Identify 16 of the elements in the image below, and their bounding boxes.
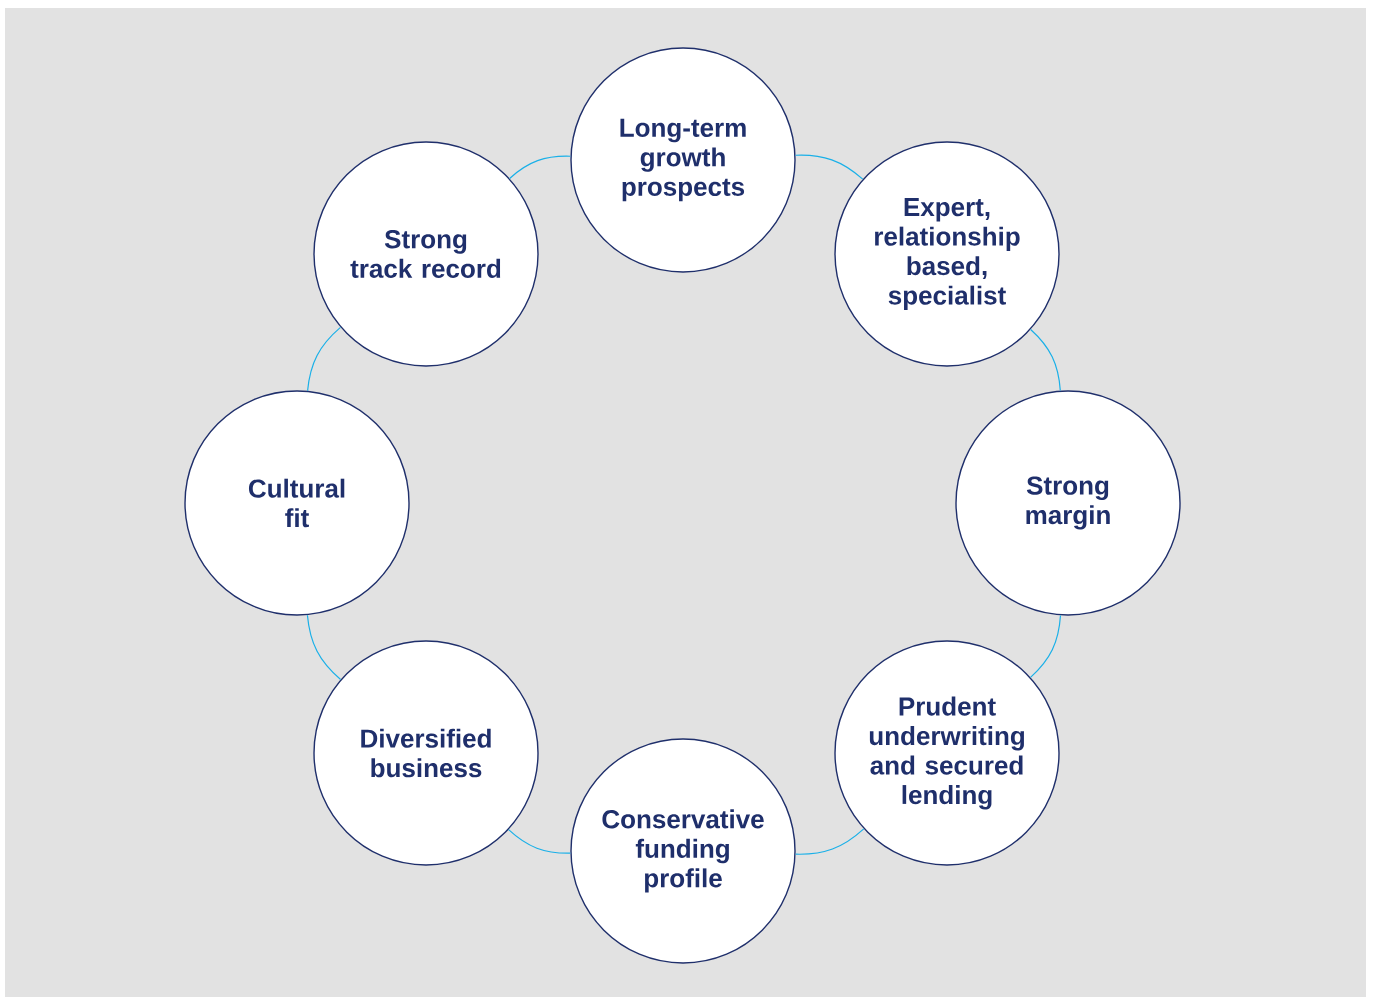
circle-node: Diversified business [313,640,539,866]
connector-arc [795,828,865,855]
circle-node: Long-term growth prospects [570,47,796,273]
circle-node: Prudent underwriting and secured lending [834,640,1060,866]
connector-arc [508,829,571,854]
circle-node: Strong margin [955,390,1181,616]
connector-arc [1029,614,1062,678]
connector-arc [306,614,342,681]
connector-arc [1030,328,1061,392]
circle-node: Conservative funding profile [570,738,796,964]
circle-node: Expert, relationship based, specialist [834,141,1060,367]
circle-node: Strong track record [313,141,539,367]
circle-node: Cultural fit [184,390,410,616]
connector-arc [509,155,571,180]
connector-arc [307,326,342,392]
connector-arc [795,154,864,180]
